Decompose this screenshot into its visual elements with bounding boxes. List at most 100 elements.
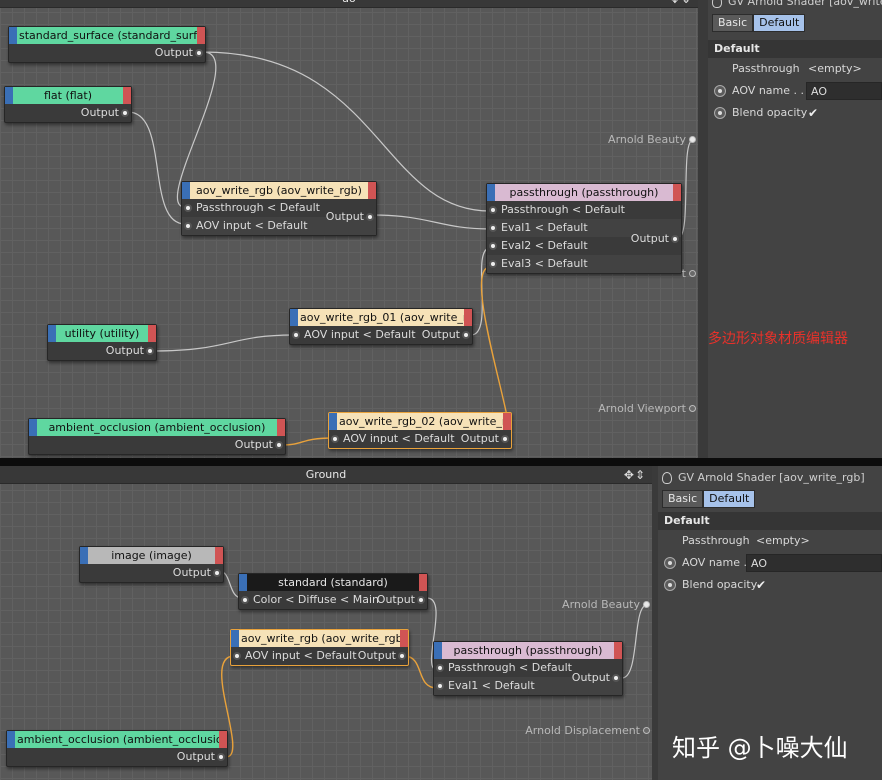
node-canvas-bottom[interactable]: Ground ✥⇕ image (image) Output standard … [0,466,652,780]
input-port-row[interactable]: Eval2 < Default [487,237,681,255]
animate-radio-icon[interactable] [664,557,676,569]
attr-label: AOV name . . . [732,84,811,97]
navigate-icon[interactable]: ✥⇕ [670,0,692,6]
node-aov-write-rgb[interactable]: aov_write_rgb (aov_write_rgb) Passthroug… [181,181,377,236]
port-dot[interactable] [489,206,497,214]
port-dot[interactable] [436,664,444,672]
output-port-row[interactable]: Output [80,564,223,582]
node-aov-write-rgb-02[interactable]: aov_write_rgb_02 (aov_write_rgb_02) AOV … [328,412,512,449]
port-dot[interactable] [233,652,241,660]
port-dot[interactable] [489,260,497,268]
blend-opacity-checkbox[interactable]: ✔ [808,106,819,120]
input-port-row[interactable]: Passthrough < Default [182,199,376,217]
port-dot[interactable] [184,222,192,230]
node-title: standard (standard) [239,574,427,591]
output-port-row[interactable]: Output [306,208,376,226]
node-image[interactable]: image (image) Output [79,546,224,583]
attr-passthrough: Passthrough <empty> [658,530,882,552]
output-port-row[interactable]: Output [9,44,205,62]
input-port-row[interactable]: Eval1 < Default [487,219,681,237]
port-label: AOV input < Default [343,432,455,445]
port-dot[interactable] [217,753,225,761]
attr-aov-name: AOV name . . . AO [658,552,882,574]
watermark-text: 知乎 @卜噪大仙 [672,734,848,762]
port-label: Eval1 < Default [448,679,535,692]
input-port-row[interactable]: Eval1 < Default [434,677,622,695]
port-label: Output [172,566,211,579]
wire-selected [281,437,334,446]
output-arnold-beauty-port[interactable] [689,136,696,143]
attr-value: <empty> [756,534,810,547]
output-port-row[interactable]: Output [5,104,131,122]
tab-basic[interactable]: Basic [712,14,754,32]
aov-name-input[interactable]: AO [806,82,882,100]
input-port-row[interactable]: Passthrough < Default [487,201,681,219]
animate-radio-icon[interactable] [714,107,726,119]
node-aov-write-rgb-01[interactable]: aov_write_rgb_01 (aov_write_rgb_01) AOV … [289,308,473,345]
port-dot[interactable] [366,213,374,221]
port-dot[interactable] [241,596,249,604]
blend-opacity-checkbox[interactable]: ✔ [756,578,767,592]
node-flat[interactable]: flat (flat) Output [4,86,132,123]
output-port-row[interactable]: Output [7,748,227,766]
attr-aov-name: AOV name . . . AO [708,80,882,102]
output-arnold-displacement-port[interactable] [643,727,650,734]
tab-default[interactable]: Default [703,490,756,508]
output-arnold-displacement-label: Arnold Displacement [525,724,640,737]
output-arnold-viewport-port[interactable] [689,405,696,412]
port-dot[interactable] [292,331,300,339]
input-port-row[interactable]: AOV input < Default [182,217,376,235]
port-dot[interactable] [184,204,192,212]
port-dot[interactable] [436,682,444,690]
output-second-port[interactable] [689,270,696,277]
node-canvas-top[interactable]: ao ✥⇕ standard_surface (standard_surface… [0,0,698,458]
output-port-row[interactable]: Output [29,436,285,454]
animate-radio-icon[interactable] [664,579,676,591]
tab-default[interactable]: Default [753,14,806,32]
port-dot[interactable] [489,242,497,250]
output-arnold-beauty-label: Arnold Beauty [562,598,640,611]
output-arnold-beauty-port[interactable] [643,601,650,608]
node-title: image (image) [80,547,223,564]
output-port-row[interactable]: Output [552,669,622,687]
node-ambient-occlusion[interactable]: ambient_occlusion (ambient_occlusion) Ou… [6,730,228,767]
node-aov-write-rgb[interactable]: aov_write_rgb (aov_write_rgb) AOV input … [230,629,409,666]
node-standard[interactable]: standard (standard) Color < Diffuse < Ma… [238,573,428,610]
port-dot[interactable] [195,49,203,57]
port-dot[interactable] [612,674,620,682]
port-dot[interactable] [489,224,497,232]
port-dot[interactable] [146,347,154,355]
port-dot[interactable] [213,569,221,577]
attr-label: AOV name . . . [682,556,761,569]
port-label: Output [154,46,193,59]
attr-label: Blend opacity [682,578,758,591]
node-ambient-occlusion[interactable]: ambient_occlusion (ambient_occlusion) Ou… [28,418,286,455]
node-passthrough[interactable]: passthrough (passthrough) Passthrough < … [486,183,682,274]
node-passthrough[interactable]: passthrough (passthrough) Passthrough < … [433,641,623,696]
port-dot[interactable] [398,652,406,660]
port-dot[interactable] [462,331,470,339]
port-dot[interactable] [501,435,509,443]
tab-basic[interactable]: Basic [662,490,704,508]
node-utility[interactable]: utility (utility) Output [47,324,157,361]
output-port-row[interactable]: Output [611,230,681,248]
attr-blend-opacity: Blend opacity ✔ [708,102,882,124]
arnold-shader-icon [712,0,722,8]
port-dot[interactable] [121,109,129,117]
port-dot[interactable] [417,596,425,604]
port-dot[interactable] [331,435,339,443]
animate-radio-icon[interactable] [714,85,726,97]
output-port-row[interactable]: Output [48,342,156,360]
port-dot[interactable] [275,441,283,449]
node-standard-surface[interactable]: standard_surface (standard_surface) Outp… [8,26,206,63]
port-dot[interactable] [671,235,679,243]
input-port-row[interactable]: Eval3 < Default [487,255,681,273]
node-title: utility (utility) [48,325,156,342]
aov-name-input[interactable]: AO [746,554,882,572]
navigate-icon[interactable]: ✥⇕ [623,468,646,482]
input-port-row[interactable]: Passthrough < Default [434,659,622,677]
